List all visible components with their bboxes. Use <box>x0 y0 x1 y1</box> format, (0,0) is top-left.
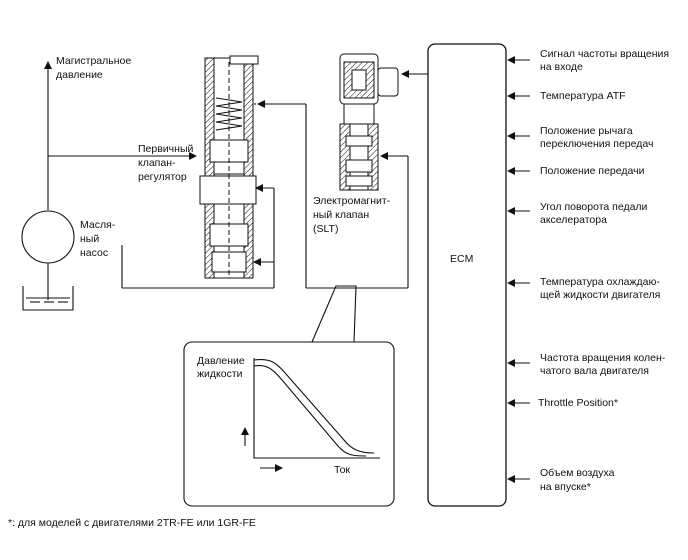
ecm-label: ECM <box>450 253 473 265</box>
footnote: *: для моделей с двигателями 2TR-FE или … <box>8 517 256 529</box>
graph-axes <box>253 358 380 459</box>
input-intake-air: Объем воздуха на впуске* <box>540 467 617 493</box>
graph-curve-2 <box>253 364 367 457</box>
oil-pump-group: Магистральное давление Масля- ный насос <box>21 55 274 311</box>
oil-pan-symbol <box>22 286 74 311</box>
primary-regulator-label: Первичный клапан- регулятор <box>138 143 196 183</box>
input-accelerator: Угол поворота педали акселератора <box>540 201 650 226</box>
input-coolant-temp: Температура охлаждаю- щей жидкости двига… <box>540 276 663 301</box>
graph-curve-1 <box>253 358 375 454</box>
graph-y-label: Давление жидкости <box>197 355 248 380</box>
graph-x-label: Ток <box>334 464 350 476</box>
ecm-inputs: Сигнал частоты вращения на входе Темпера… <box>507 48 672 493</box>
input-throttle-position: Throttle Position* <box>538 397 618 409</box>
pressure-current-graph: Давление жидкости Ток <box>183 285 395 507</box>
oil-pump-label: Масля- ный насос <box>80 219 118 259</box>
input-shift-lever: Положение рычага переключения передач <box>540 125 653 150</box>
input-gear-position: Положение передачи <box>540 165 645 177</box>
primary-regulator-valve: Первичный клапан- регулятор <box>138 55 275 288</box>
ecm-box <box>427 43 507 507</box>
input-engine-speed: Частота вращения колен- чатого вала двиг… <box>540 352 668 377</box>
input-input-speed: Сигнал частоты вращения на входе <box>540 48 672 73</box>
solenoid-label: Электромагнит- ный клапан (SLT) <box>313 195 393 235</box>
oil-pump-symbol <box>21 210 75 264</box>
solenoid-valve-slt: Электромагнит- ный клапан (SLT) <box>313 53 399 235</box>
input-atf-temp: Температура ATF <box>540 90 626 102</box>
line-pressure-label: Магистральное давление <box>56 55 134 81</box>
